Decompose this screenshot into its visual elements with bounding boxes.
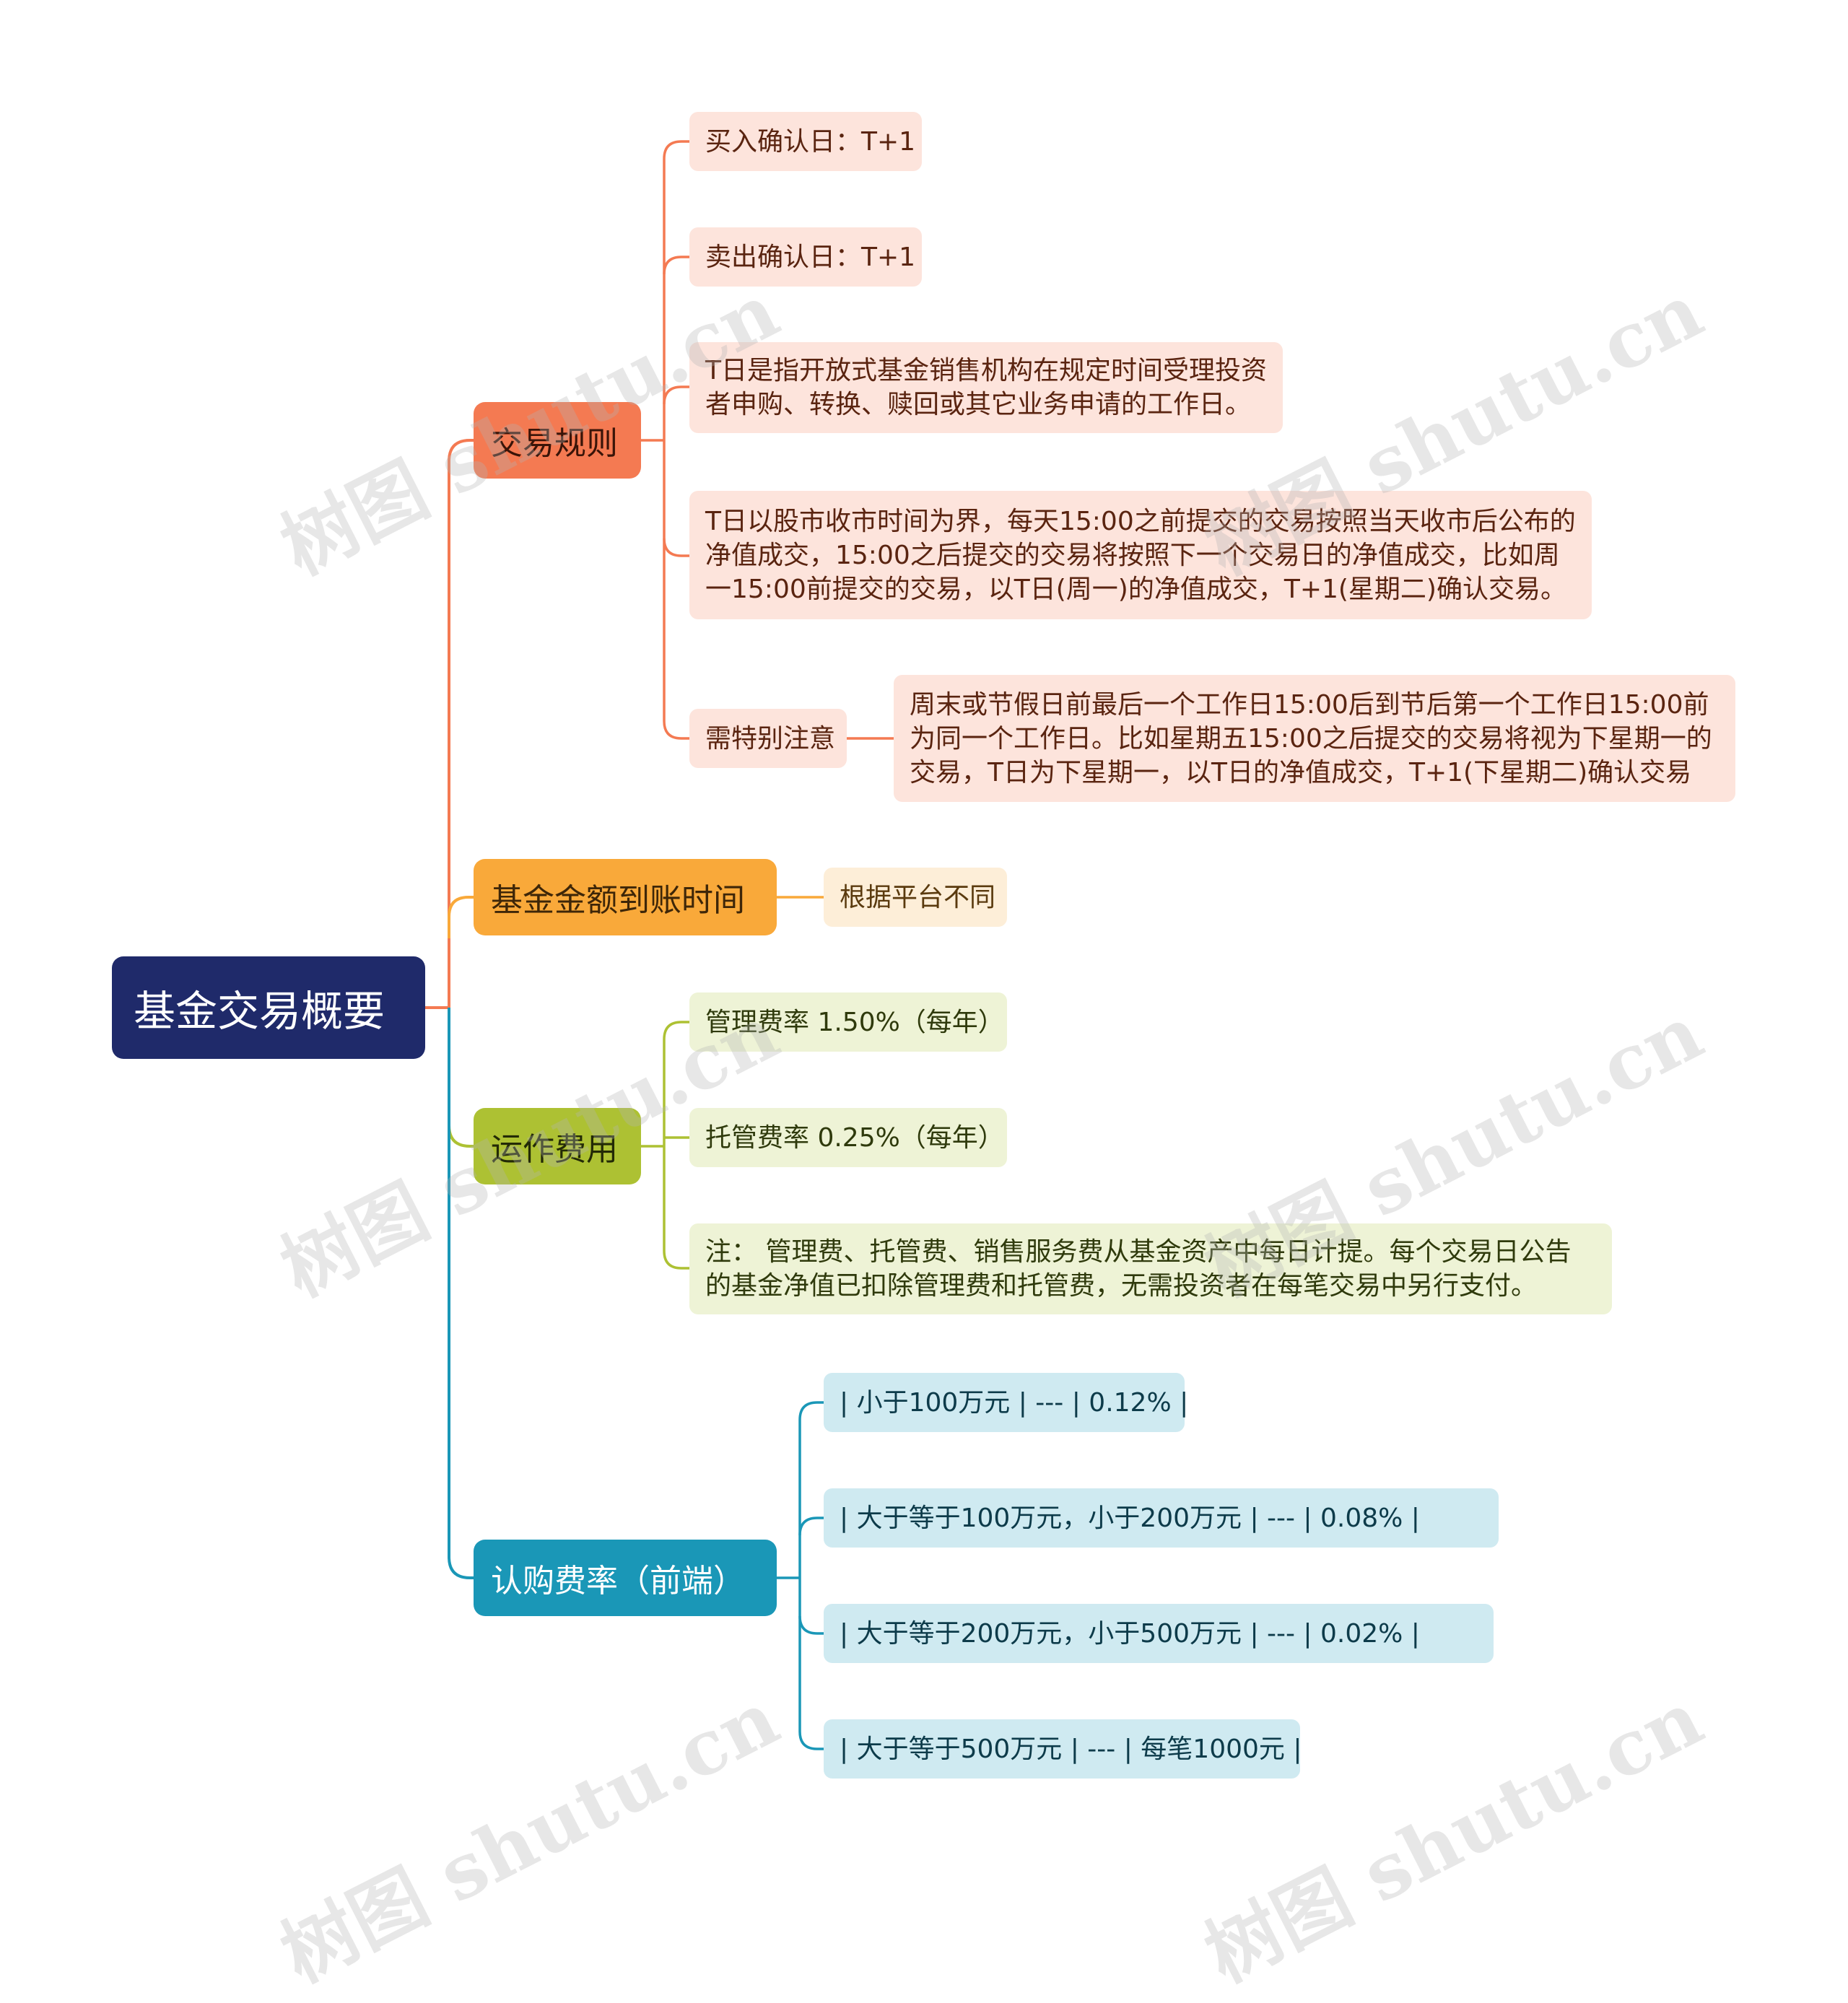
connector-lines [425, 140, 894, 1750]
branch-label: 交易规则 [491, 425, 618, 462]
leaf-label: 需特别注意 [705, 723, 836, 754]
link-root-rules [425, 439, 474, 1009]
leaf-fees-1[interactable]: 管理费率 1.50%（每年） [689, 992, 1007, 1052]
leaf-sub-2[interactable]: | 大于等于100万元，小于200万元 | --- | 0.08% | [824, 1488, 1499, 1548]
link-rules-4 [663, 440, 689, 557]
root-label: 基金交易概要 [134, 987, 385, 1036]
branch-trading-rules[interactable]: 交易规则 [474, 402, 641, 479]
leaf-arrival-1[interactable]: 根据平台不同 [824, 868, 1007, 927]
leaf-rules-note[interactable]: 需特别注意 [689, 709, 847, 768]
branch-subscription-rate[interactable]: 认购费率（前端） [474, 1540, 777, 1616]
leaf-label: 托管费率 0.25%（每年） [705, 1122, 1004, 1153]
leaf-label: 根据平台不同 [840, 882, 996, 912]
link-sub-1 [798, 1401, 824, 1578]
leaf-rules-note-detail[interactable]: 周末或节假日前最后一个工作日15:00后到节后第一个工作日15:00前为同一个工… [894, 675, 1735, 802]
leaf-label: 周末或节假日前最后一个工作日15:00后到节后第一个工作日15:00前为同一个工… [910, 689, 1712, 787]
leaf-rules-2[interactable]: 卖出确认日：T+1 [689, 227, 922, 287]
leaf-label: 注： 管理费、托管费、销售服务费从基金资产中每日计提。每个交易日公告的基金净值已… [705, 1237, 1572, 1301]
link-root-sub [448, 1008, 474, 1579]
link-sub-4 [798, 1616, 824, 1750]
leaf-rules-4[interactable]: T日以股市收市时间为界，每天15:00之前提交的交易按照当天收市后公布的净值成交… [689, 491, 1592, 619]
leaf-label: | 大于等于100万元，小于200万元 | --- | 0.08% | [840, 1503, 1420, 1533]
link-rules-3 [663, 385, 689, 405]
link-rules-5 [663, 538, 689, 740]
leaf-label: T日以股市收市时间为界，每天15:00之前提交的交易按照当天收市后公布的净值成交… [705, 506, 1576, 604]
leaf-label: 买入确认日：T+1 [705, 126, 916, 157]
branch-label: 基金金额到账时间 [491, 882, 745, 919]
link-rules-2 [663, 256, 689, 275]
branch-label: 认购费率（前端） [491, 1563, 745, 1600]
leaf-sub-3[interactable]: | 大于等于200万元，小于500万元 | --- | 0.02% | [824, 1604, 1494, 1663]
link-fees-1 [663, 1021, 689, 1146]
link-fees-3 [663, 1146, 689, 1270]
leaf-sub-1[interactable]: | 小于100万元 | --- | 0.12% | [824, 1373, 1189, 1432]
link-root-arrival [448, 896, 474, 938]
leaf-label: T日是指开放式基金销售机构在规定时间受理投资者申购、转换、赎回或其它业务申请的工… [705, 356, 1267, 419]
link-sub-2 [798, 1517, 824, 1536]
branch-operating-fees[interactable]: 运作费用 [474, 1108, 641, 1184]
branch-label: 运作费用 [491, 1131, 618, 1168]
root-node[interactable]: 基金交易概要 [112, 956, 425, 1059]
leaf-label: | 小于100万元 | --- | 0.12% | [840, 1387, 1189, 1418]
leaf-label: 卖出确认日：T+1 [705, 242, 916, 272]
leaf-sub-4[interactable]: | 大于等于500万元 | --- | 每笔1000元 | [824, 1719, 1302, 1779]
leaf-label: | 大于等于500万元 | --- | 每笔1000元 | [840, 1734, 1302, 1764]
link-rules-1 [663, 140, 689, 440]
branch-fund-arrival[interactable]: 基金金额到账时间 [474, 859, 777, 935]
leaf-label: | 大于等于200万元，小于500万元 | --- | 0.02% | [840, 1618, 1420, 1649]
leaf-fees-2[interactable]: 托管费率 0.25%（每年） [689, 1108, 1007, 1167]
leaf-rules-1[interactable]: 买入确认日：T+1 [689, 112, 922, 171]
leaf-rules-3[interactable]: T日是指开放式基金销售机构在规定时间受理投资者申购、转换、赎回或其它业务申请的工… [689, 342, 1283, 433]
link-sub-3 [798, 1578, 824, 1635]
leaf-label: 管理费率 1.50%（每年） [705, 1007, 1004, 1037]
link-root-fees [448, 1008, 474, 1148]
leaf-fees-3[interactable]: 注： 管理费、托管费、销售服务费从基金资产中每日计提。每个交易日公告的基金净值已… [689, 1223, 1612, 1314]
